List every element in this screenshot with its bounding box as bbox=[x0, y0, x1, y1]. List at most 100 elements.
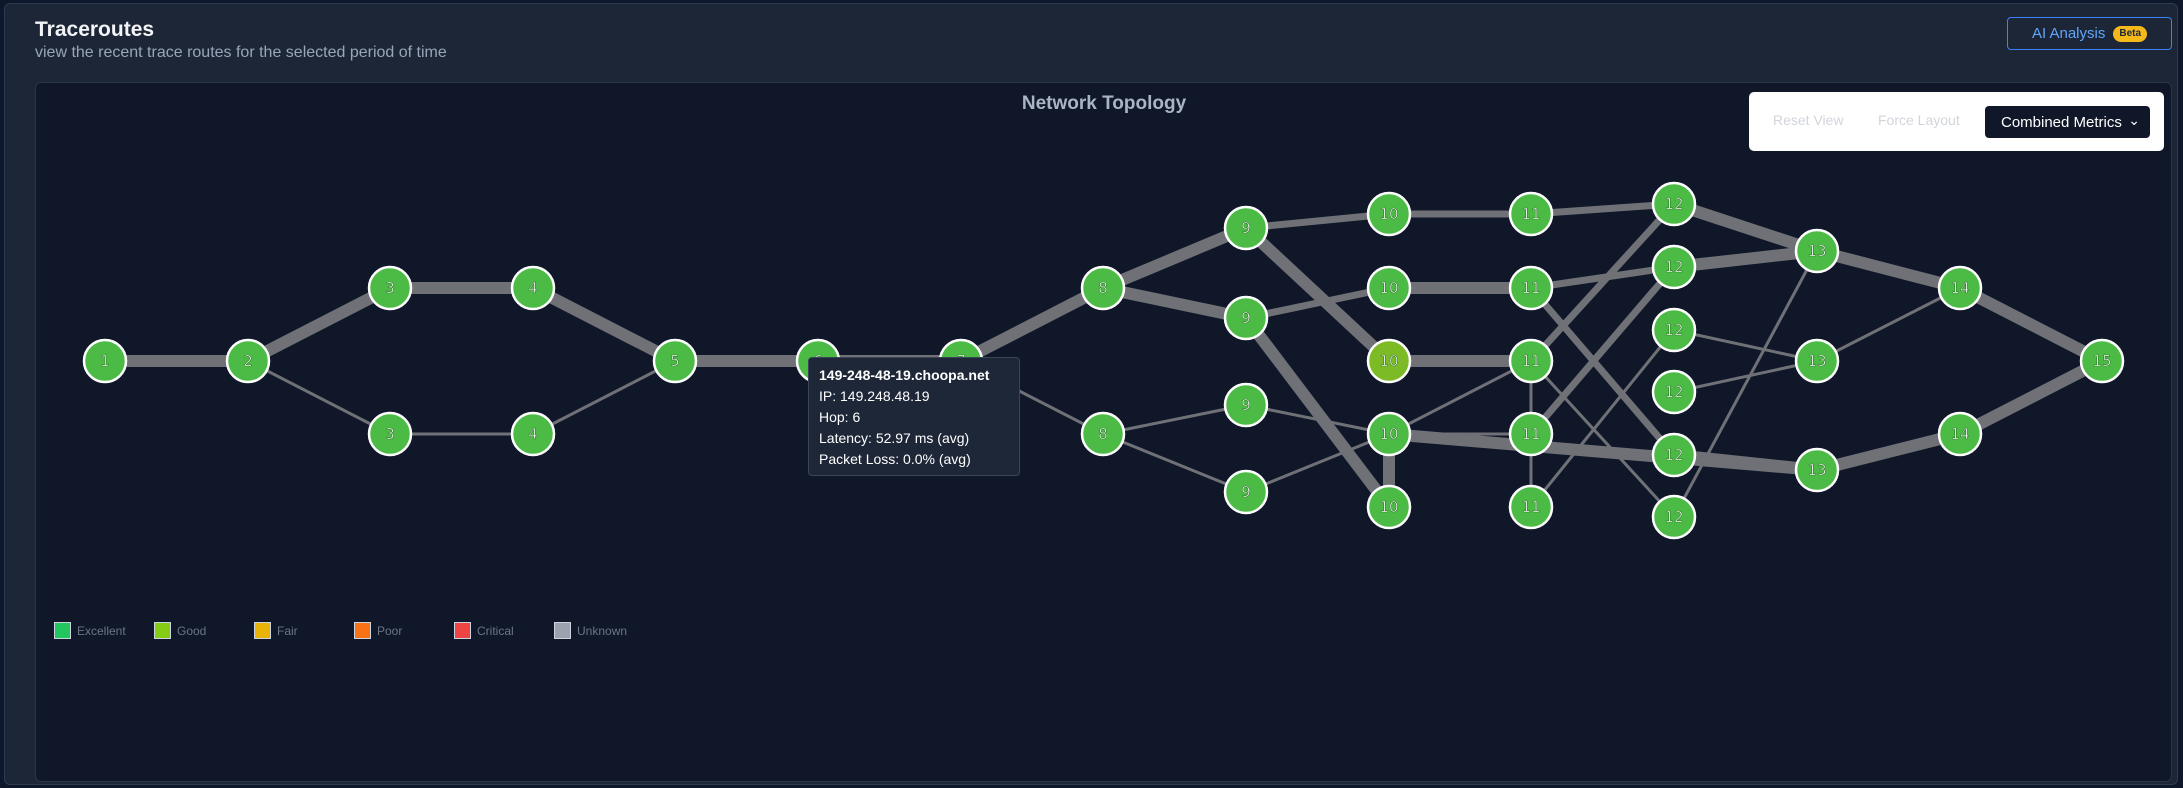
hop-node[interactable]: 3 bbox=[367, 265, 413, 311]
hop-node-circle[interactable] bbox=[1080, 265, 1126, 311]
ai-analysis-button[interactable]: AI Analysis Beta bbox=[2007, 17, 2172, 50]
hop-node[interactable]: 9 bbox=[1223, 382, 1269, 428]
hop-node-circle[interactable] bbox=[1651, 369, 1697, 415]
hop-node-circle[interactable] bbox=[1508, 338, 1554, 384]
hop-node[interactable]: 12 bbox=[1651, 494, 1697, 540]
hop-node-circle[interactable] bbox=[1651, 244, 1697, 290]
hop-node[interactable]: 1 bbox=[82, 338, 128, 384]
hop-node-label: 12 bbox=[1664, 258, 1683, 276]
legend-swatch bbox=[554, 622, 571, 639]
beta-badge: Beta bbox=[2113, 25, 2148, 42]
hop-node[interactable]: 4 bbox=[510, 265, 556, 311]
hop-node-circle[interactable] bbox=[367, 265, 413, 311]
hop-node-circle[interactable] bbox=[652, 338, 698, 384]
hop-node-circle[interactable] bbox=[1651, 432, 1697, 478]
hop-node[interactable]: 11 bbox=[1508, 265, 1554, 311]
hop-node[interactable]: 13 bbox=[1794, 228, 1840, 274]
hop-node-circle[interactable] bbox=[510, 411, 556, 457]
hop-node[interactable]: 12 bbox=[1651, 307, 1697, 353]
hop-node[interactable]: 12 bbox=[1651, 432, 1697, 478]
hop-node[interactable]: 10 bbox=[1366, 338, 1412, 384]
legend-item-excellent: Excellent bbox=[54, 622, 126, 639]
legend-item-poor: Poor bbox=[354, 622, 402, 639]
hop-node-circle[interactable] bbox=[2079, 338, 2125, 384]
hop-node[interactable]: 12 bbox=[1651, 244, 1697, 290]
hop-node[interactable]: 10 bbox=[1366, 191, 1412, 237]
force-layout-button[interactable]: Force Layout bbox=[1878, 112, 1960, 128]
hop-node-label: 11 bbox=[1521, 205, 1540, 223]
hop-node-circle[interactable] bbox=[1223, 205, 1269, 251]
node-tooltip: 149-248-48-19.choopa.net IP: 149.248.48.… bbox=[808, 357, 1020, 476]
topology-link bbox=[1815, 245, 1962, 294]
hop-node-circle[interactable] bbox=[367, 411, 413, 457]
hop-node[interactable]: 11 bbox=[1508, 484, 1554, 530]
tooltip-hostname: 149-248-48-19.choopa.net bbox=[819, 367, 990, 383]
legend-swatch bbox=[54, 622, 71, 639]
legend-label: Poor bbox=[377, 623, 403, 638]
hop-node-circle[interactable] bbox=[1366, 265, 1412, 311]
hop-node[interactable]: 3 bbox=[367, 411, 413, 457]
hop-node[interactable]: 8 bbox=[1080, 411, 1126, 457]
hop-node-circle[interactable] bbox=[1223, 295, 1269, 341]
hop-node-circle[interactable] bbox=[1223, 469, 1269, 515]
hop-node[interactable]: 11 bbox=[1508, 411, 1554, 457]
hop-node-circle[interactable] bbox=[1651, 181, 1697, 227]
hop-node-circle[interactable] bbox=[225, 338, 271, 384]
hop-node-circle[interactable] bbox=[1508, 411, 1554, 457]
hop-node-circle[interactable] bbox=[1366, 411, 1412, 457]
hop-node[interactable]: 9 bbox=[1223, 295, 1269, 341]
hop-node[interactable]: 13 bbox=[1794, 447, 1840, 493]
hop-node-circle[interactable] bbox=[1366, 484, 1412, 530]
tooltip-latency: Latency: 52.97 ms (avg) bbox=[819, 430, 970, 446]
hop-node[interactable]: 9 bbox=[1223, 205, 1269, 251]
hop-node-circle[interactable] bbox=[1937, 411, 1983, 457]
hop-node[interactable]: 14 bbox=[1937, 411, 1983, 457]
hop-node[interactable]: 2 bbox=[225, 338, 271, 384]
hop-node-circle[interactable] bbox=[1651, 307, 1697, 353]
hop-node-circle[interactable] bbox=[1366, 191, 1412, 237]
topology-link bbox=[532, 359, 676, 436]
hop-node[interactable]: 10 bbox=[1366, 484, 1412, 530]
hop-node[interactable]: 8 bbox=[1080, 265, 1126, 311]
tooltip-hop: Hop: 6 bbox=[819, 409, 861, 425]
reset-view-button[interactable]: Reset View bbox=[1773, 112, 1844, 128]
hop-node[interactable]: 14 bbox=[1937, 265, 1983, 311]
hop-node[interactable]: 13 bbox=[1794, 338, 1840, 384]
hop-node-circle[interactable] bbox=[1080, 411, 1126, 457]
topology-link bbox=[1100, 222, 1249, 294]
hop-node-circle[interactable] bbox=[1937, 265, 1983, 311]
hop-node[interactable]: 4 bbox=[510, 411, 556, 457]
hop-node-circle[interactable] bbox=[510, 265, 556, 311]
hop-node[interactable]: 5 bbox=[652, 338, 698, 384]
hop-node-circle[interactable] bbox=[1223, 382, 1269, 428]
hop-node-circle[interactable] bbox=[1794, 338, 1840, 384]
legend-swatch bbox=[154, 622, 171, 639]
hop-node-circle[interactable] bbox=[1508, 265, 1554, 311]
hop-node-label: 3 bbox=[385, 425, 395, 443]
hop-node-circle[interactable] bbox=[1794, 228, 1840, 274]
hop-node-circle[interactable] bbox=[1508, 191, 1554, 237]
metric-select[interactable]: Combined Metrics ⌄ bbox=[1985, 106, 2150, 138]
hop-node-label: 4 bbox=[528, 425, 538, 443]
hop-node-circle[interactable] bbox=[1651, 494, 1697, 540]
hop-node-label: 9 bbox=[1241, 309, 1251, 327]
hop-node-label: 13 bbox=[1807, 461, 1826, 479]
hop-node[interactable]: 10 bbox=[1366, 411, 1412, 457]
hop-node[interactable]: 9 bbox=[1223, 469, 1269, 515]
hop-node-label: 13 bbox=[1807, 242, 1826, 260]
hop-node-circle[interactable] bbox=[1366, 338, 1412, 384]
hop-node-circle[interactable] bbox=[82, 338, 128, 384]
hop-node-circle[interactable] bbox=[1794, 447, 1840, 493]
hop-node[interactable]: 10 bbox=[1366, 265, 1412, 311]
hop-node-circle[interactable] bbox=[1508, 484, 1554, 530]
topology-link bbox=[1672, 198, 1819, 257]
hop-node[interactable]: 11 bbox=[1508, 191, 1554, 237]
hop-node[interactable]: 11 bbox=[1508, 338, 1554, 384]
hop-node-label: 10 bbox=[1379, 205, 1398, 223]
hop-node[interactable]: 15 bbox=[2079, 338, 2125, 384]
topology-link bbox=[1957, 355, 2105, 440]
hop-node[interactable]: 12 bbox=[1651, 369, 1697, 415]
hop-node[interactable]: 12 bbox=[1651, 181, 1697, 227]
hop-node-label: 8 bbox=[1098, 425, 1108, 443]
